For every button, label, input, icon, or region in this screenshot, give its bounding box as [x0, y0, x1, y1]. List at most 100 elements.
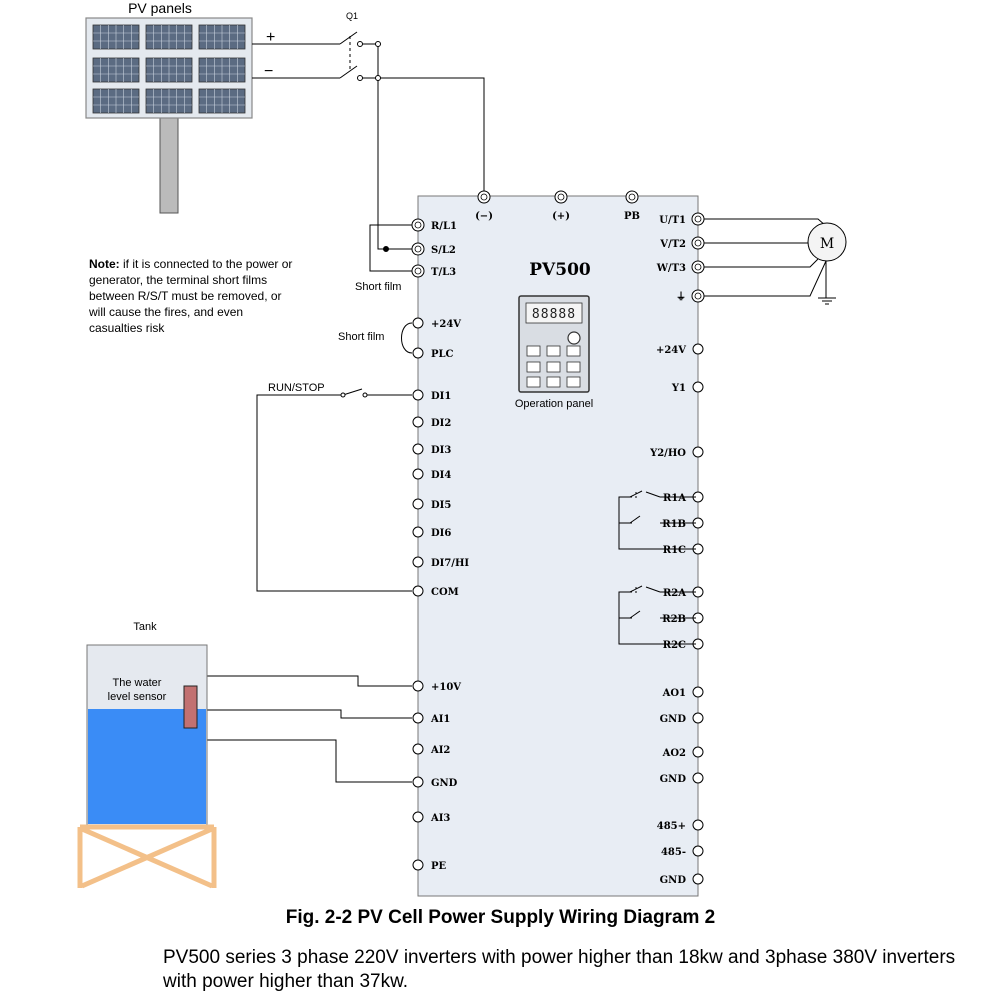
terminal-left-gnd-16[interactable] [412, 776, 424, 788]
figure-caption-title: Fig. 2-2 PV Cell Power Supply Wiring Dia… [285, 907, 716, 928]
ground-icon: ⏚ [676, 291, 686, 303]
terminal-right-gnd-16[interactable] [692, 772, 704, 784]
panel-key-mf[interactable] [566, 376, 581, 388]
terminal-right-ao1-13[interactable] [692, 686, 704, 698]
pv-plus-label: + [266, 29, 275, 46]
switch-q1-blade-plus [339, 31, 358, 45]
terminal-left-label-0: R/L1 [431, 221, 457, 232]
terminal-top-label-1: (+) [552, 211, 570, 222]
pv-wiring [252, 31, 485, 272]
relay-wiring [618, 490, 696, 645]
terminal-left-di5-9[interactable] [412, 498, 424, 510]
terminal-left-di3-7[interactable] [412, 443, 424, 455]
terminal-left-s-l2-1[interactable] [411, 242, 425, 256]
terminal-top-pb-2[interactable] [625, 190, 639, 204]
terminal-left-label-1: S/L2 [431, 245, 456, 256]
operation-panel-label: Operation panel [515, 398, 593, 410]
terminal-left-label-8: DI4 [431, 470, 451, 481]
terminal-left-label-2: T/L3 [431, 267, 456, 278]
terminal-left-pe-18[interactable] [412, 859, 424, 871]
terminal-right-y2-ho-6[interactable] [692, 446, 704, 458]
water-level-sensor [183, 685, 198, 729]
terminal-left-di4-8[interactable] [412, 468, 424, 480]
terminal-right-label-15: AO2 [662, 748, 686, 759]
terminal-right-485-18[interactable] [692, 845, 704, 857]
sensor-label-2: level sensor [108, 691, 167, 703]
terminal-right-label-2: W/T3 [656, 263, 686, 274]
terminal-left-label-9: DI5 [431, 500, 451, 511]
terminal-right-label-12: R2C [663, 640, 686, 651]
terminal-left-plc-4[interactable] [412, 347, 424, 359]
terminal-right-ground-3[interactable] [691, 289, 705, 303]
terminal-left-label-15: AI2 [430, 745, 450, 756]
terminal-left-label-16: GND [431, 778, 458, 789]
terminal-right-u-t1-0[interactable] [691, 212, 705, 226]
terminal-right-485-17[interactable] [692, 819, 704, 831]
note-text: Note: if it is connected to the power or… [88, 257, 296, 335]
note-bold: Note: [89, 257, 120, 271]
terminal-right-label-13: AO1 [662, 688, 686, 699]
terminal-right-label-8: R1B [662, 519, 686, 530]
pv-panel-array: PV panels + − Q1 [85, 0, 358, 214]
terminal-right-w-t3-2[interactable] [691, 260, 705, 274]
terminal-left-24v-3[interactable] [412, 317, 424, 329]
terminal-left-label-18: PE [431, 861, 447, 872]
panel-key-shift[interactable] [526, 361, 541, 373]
panel-key-down[interactable] [546, 361, 561, 373]
terminal-left-label-5: DI1 [431, 391, 451, 402]
panel-display-digits: 88888 [532, 307, 576, 322]
terminal-right-v-t2-1[interactable] [691, 236, 705, 250]
terminal-top-ground-1[interactable] [554, 190, 568, 204]
terminal-right-label-17: 485+ [657, 821, 686, 832]
note-line-4: will cause the fires, and even [88, 305, 243, 319]
terminal-right-gnd-19[interactable] [692, 873, 704, 885]
terminal-left-ai1-14[interactable] [412, 712, 424, 724]
panel-key-enter[interactable] [546, 345, 561, 357]
terminal-left-ai2-15[interactable] [412, 743, 424, 755]
note-line-3: between R/S/T must be removed, or [89, 289, 282, 303]
operation-panel: 88888 Operation panel [515, 295, 593, 410]
terminal-left-ai3-17[interactable] [412, 811, 424, 823]
short-film-label-1: Short film [355, 281, 401, 293]
water-tank: Tank The water level sensor [77, 621, 217, 889]
terminal-left-t-l3-2[interactable] [411, 264, 425, 278]
terminal-top-label-0: (−) [475, 211, 493, 222]
note-line-5: casualties risk [89, 321, 165, 335]
terminal-right-ao2-15[interactable] [692, 746, 704, 758]
panel-key-up[interactable] [566, 345, 581, 357]
terminal-right-gnd-14[interactable] [692, 712, 704, 724]
terminal-left-label-4: PLC [431, 349, 454, 360]
panel-knob-icon[interactable] [567, 331, 581, 345]
terminal-left-di2-6[interactable] [412, 416, 424, 428]
terminal-left-di1-5[interactable] [412, 389, 424, 401]
terminal-right-24v-4[interactable] [692, 343, 704, 355]
tank-stand [77, 824, 217, 889]
terminal-right-label-6: Y2/HO [649, 448, 686, 459]
terminal-left-com-12[interactable] [412, 585, 424, 597]
short-film-label-2: Short film [338, 331, 384, 343]
terminal-right-label-18: 485- [661, 847, 686, 858]
terminal-left-di7-hi-11[interactable] [412, 556, 424, 568]
left-terminals: R/L1S/L2T/L3+24VPLCDI1DI2DI3DI4DI5DI6DI7… [411, 218, 469, 872]
terminal-right-label-11: R2B [662, 614, 686, 625]
pv-cells [92, 24, 246, 114]
switch-q1-blade-minus [339, 65, 358, 79]
terminal-right-label-1: V/T2 [659, 239, 686, 250]
pv-panel-pole [159, 116, 179, 214]
terminal-top-ground-0[interactable] [477, 190, 491, 204]
terminal-left-label-14: AI1 [430, 714, 450, 725]
terminal-left-label-6: DI2 [431, 418, 451, 429]
panel-key-stop[interactable] [546, 376, 561, 388]
terminal-left-10v-13[interactable] [412, 680, 424, 692]
panel-key-prg[interactable] [526, 345, 541, 357]
terminal-right-label-0: U/T1 [659, 215, 686, 226]
panel-key-quick[interactable] [526, 376, 541, 388]
panel-key-run[interactable] [566, 361, 581, 373]
terminal-left-label-13: +10V [431, 682, 461, 693]
terminal-left-r-l1-0[interactable] [411, 218, 425, 232]
terminal-right-y1-5[interactable] [692, 381, 704, 393]
terminal-right-label-10: R2A [663, 588, 686, 599]
terminal-left-di6-10[interactable] [412, 526, 424, 538]
note-line-2: generator, the terminal short films [89, 273, 267, 287]
